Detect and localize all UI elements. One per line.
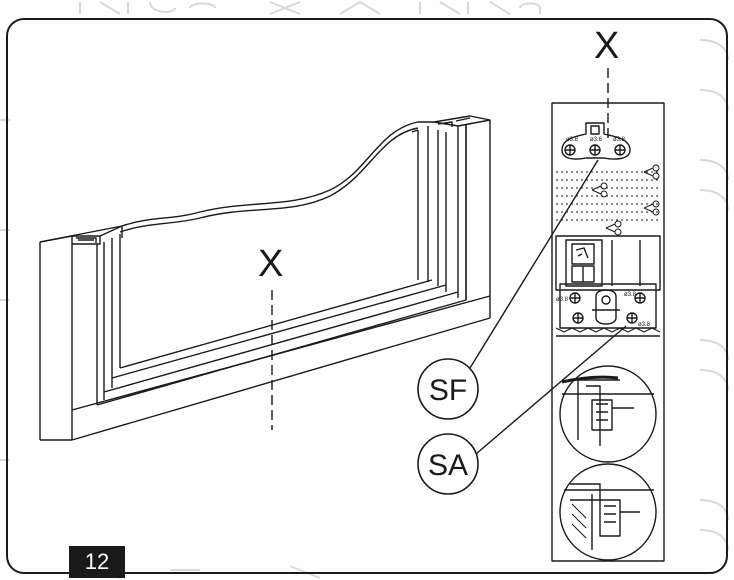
hole-label-mid-left: ø3.8: [556, 297, 569, 303]
page-frame: [6, 18, 728, 574]
page-number-badge: 12: [69, 546, 125, 578]
hole-label-top-right: ø3.8: [613, 137, 626, 143]
callout-sf: [417, 159, 599, 420]
hole-label-bottom-right: ø3.8: [638, 322, 651, 328]
hole-label-top-mid: ø3.6: [590, 137, 603, 143]
door-axis-label: X: [258, 243, 283, 285]
hole-label-mid-right: ø3.8: [624, 292, 637, 298]
template-axis-label: X: [594, 25, 619, 67]
callout-sf-label: SF: [429, 374, 467, 407]
drilling-template: [551, 102, 665, 562]
callout-sa-label: SA: [428, 449, 468, 482]
door-frame: [39, 115, 491, 441]
hole-label-top-left: ø3.8: [566, 137, 579, 143]
callout-sa: [417, 325, 627, 495]
